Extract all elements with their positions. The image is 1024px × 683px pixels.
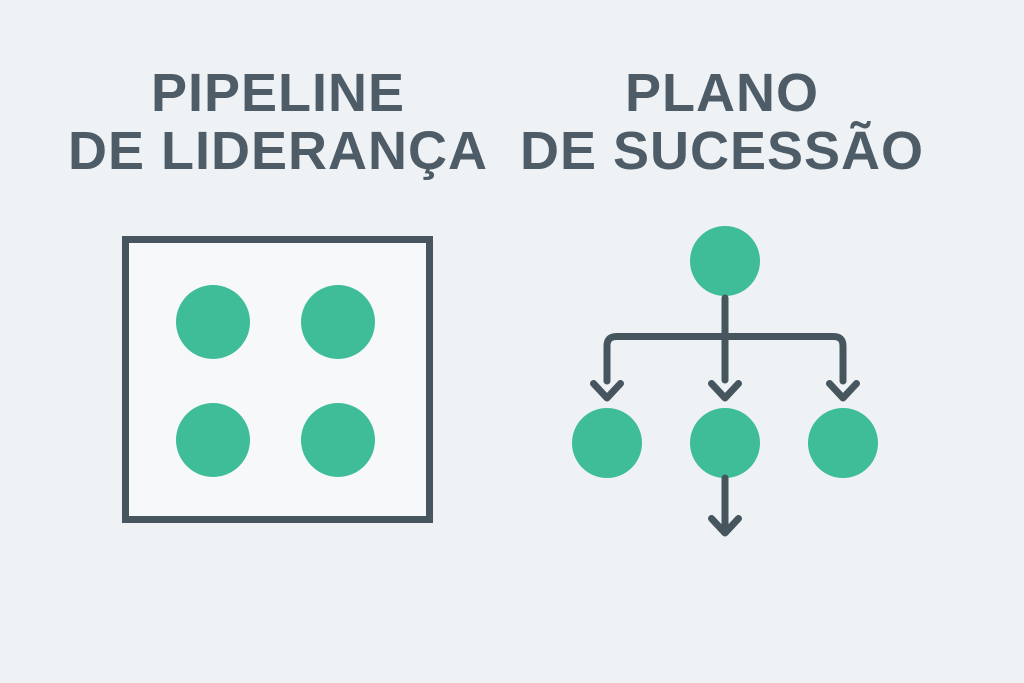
arrow-down-icon xyxy=(826,380,860,402)
pipeline-talent-circle xyxy=(301,403,375,477)
succession-title: PLANO DE SUCESSÃO xyxy=(506,64,938,180)
arrow-down-icon xyxy=(590,380,624,402)
succession-tree-graphic xyxy=(572,226,878,537)
succession-title-line2: DE SUCESSÃO xyxy=(519,121,925,181)
arrow-down-icon xyxy=(708,380,742,402)
succession-title-line1: PLANO xyxy=(625,63,819,123)
pipeline-talent-circle xyxy=(176,285,250,359)
pipeline-talent-circle xyxy=(176,403,250,477)
arrow-down-icon xyxy=(708,515,742,537)
pipeline-title: PIPELINE DE LIDERANÇA xyxy=(62,64,494,180)
succession-leaf-circle xyxy=(572,408,642,478)
succession-leaf-circle xyxy=(808,408,878,478)
pipeline-title-line1: PIPELINE xyxy=(150,63,406,123)
branch-connector-line xyxy=(603,333,847,385)
pipeline-talent-circle xyxy=(301,285,375,359)
succession-leaf-circle xyxy=(690,408,760,478)
pipeline-box-frame xyxy=(122,236,433,523)
pipeline-title-line2: DE LIDERANÇA xyxy=(67,121,488,181)
pipeline-box-graphic xyxy=(122,236,433,523)
succession-root-circle xyxy=(690,226,760,296)
